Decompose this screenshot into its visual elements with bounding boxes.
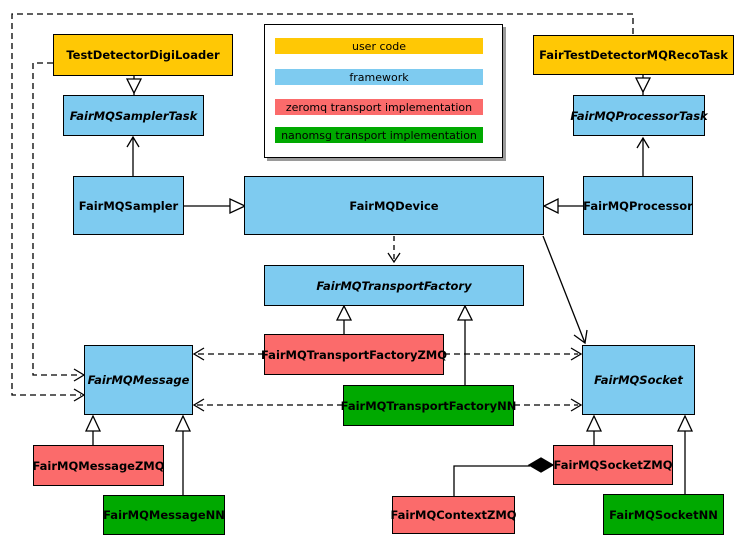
- node-fairmq-message: FairMQMessage: [84, 345, 193, 415]
- node-fair-test-detector-mq-reco-task: FairTestDetectorMQRecoTask: [533, 35, 734, 75]
- edge-messagezmq-message: [84, 414, 102, 445]
- node-fairmq-context-zmq: FairMQContextZMQ: [390, 496, 517, 534]
- node-fairmq-processor: FairMQProcessor: [583, 176, 693, 235]
- edge-socketzmq-socket: [585, 414, 603, 445]
- node-test-detector-digi-loader: TestDetectorDigiLoader: [53, 34, 233, 76]
- legend: user code framework zeromq transport imp…: [264, 24, 503, 158]
- edge-device-socket: [542, 235, 588, 345]
- node-fairmq-device: FairMQDevice: [244, 176, 544, 235]
- node-fairmq-sampler: FairMQSampler: [73, 176, 184, 235]
- edge-factoryzmq-message: [192, 347, 264, 361]
- legend-item-user-code: user code: [275, 38, 483, 54]
- node-fairmq-transport-factory-zmq: FairMQTransportFactoryZMQ: [261, 334, 447, 375]
- edge-device-factory: [387, 236, 401, 264]
- edge-digiloader-samplertask: [125, 76, 143, 95]
- edge-processor-device: [542, 197, 583, 215]
- edge-messagenn-message: [174, 414, 192, 495]
- node-fairmq-message-nn: FairMQMessageNN: [103, 495, 225, 535]
- node-fairmq-message-zmq: FairMQMessageZMQ: [32, 445, 165, 486]
- node-fairmq-processor-task: FairMQProcessorTask: [570, 95, 708, 136]
- edge-factorynn-message: [192, 398, 343, 412]
- edge-sampler-device: [184, 197, 247, 215]
- node-fairmq-transport-factory-nn: FairMQTransportFactoryNN: [341, 385, 516, 426]
- edge-contextzmq-socketzmq: [453, 457, 555, 496]
- legend-item-nanomsg: nanomsg transport implementation: [275, 127, 483, 143]
- legend-item-framework: framework: [275, 69, 483, 85]
- node-fairmq-sampler-task: FairMQSamplerTask: [63, 95, 204, 136]
- edge-factoryzmq-socket: [444, 347, 583, 361]
- edge-factorynn-socket: [514, 398, 583, 412]
- edge-socketnn-socket: [676, 414, 694, 494]
- node-fairmq-socket: FairMQSocket: [582, 345, 695, 415]
- edge-sampler-samplertask: [126, 135, 140, 176]
- legend-item-zeromq: zeromq transport implementation: [275, 99, 483, 115]
- edge-factorynn-factory: [456, 304, 474, 385]
- edge-factoryzmq-factory: [335, 304, 353, 334]
- node-fairmq-transport-factory: FairMQTransportFactory: [264, 265, 524, 306]
- edge-processor-processortask: [636, 136, 650, 176]
- node-fairmq-socket-zmq: FairMQSocketZMQ: [553, 445, 673, 485]
- edge-recotask-processortask: [634, 75, 652, 95]
- node-fairmq-socket-nn: FairMQSocketNN: [603, 494, 724, 535]
